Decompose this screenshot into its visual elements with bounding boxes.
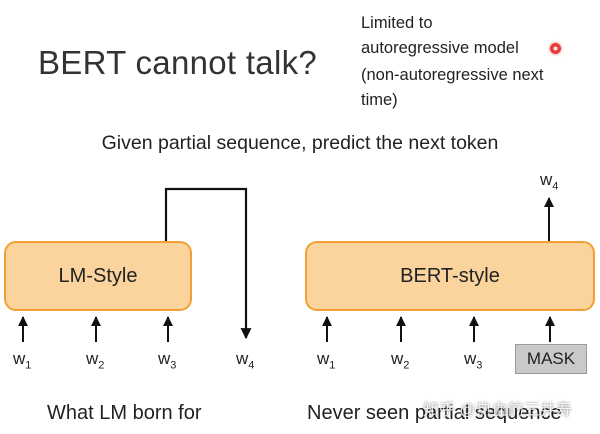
bert-caption: Never seen partial sequence bbox=[307, 402, 562, 424]
subtitle: Given partial sequence, predict the next… bbox=[101, 132, 499, 154]
lm-token-w4: w4 bbox=[236, 349, 255, 372]
watermark: 知乎 @热血的三井寿 bbox=[423, 402, 572, 419]
lm-token-w1: w1 bbox=[13, 349, 32, 372]
lm-token-w3: w3 bbox=[158, 349, 177, 372]
bert-output-token-w4: w4 bbox=[540, 170, 559, 193]
mask-token: MASK bbox=[515, 344, 587, 374]
note-line-1: Limited to bbox=[361, 14, 433, 32]
bert-style-label: BERT-style bbox=[400, 264, 500, 287]
lm-output-connector bbox=[164, 187, 252, 340]
bert-token-w3: w3 bbox=[464, 349, 483, 372]
bert-token-w1: w1 bbox=[317, 349, 336, 372]
bert-token-w2: w2 bbox=[391, 349, 410, 372]
lm-style-block: LM-Style bbox=[4, 241, 192, 311]
bert-style-block: BERT-style bbox=[305, 241, 595, 311]
lm-token-w2: w2 bbox=[86, 349, 105, 372]
note-line-3: (non-autoregressive next bbox=[361, 66, 544, 84]
note-line-4: time) bbox=[361, 91, 398, 109]
lm-style-label: LM-Style bbox=[58, 264, 138, 287]
slide-title: BERT cannot talk? bbox=[38, 44, 318, 81]
note-line-2: autoregressive model bbox=[361, 39, 519, 57]
lm-caption: What LM born for bbox=[47, 402, 202, 424]
laser-pointer-dot bbox=[550, 43, 561, 54]
